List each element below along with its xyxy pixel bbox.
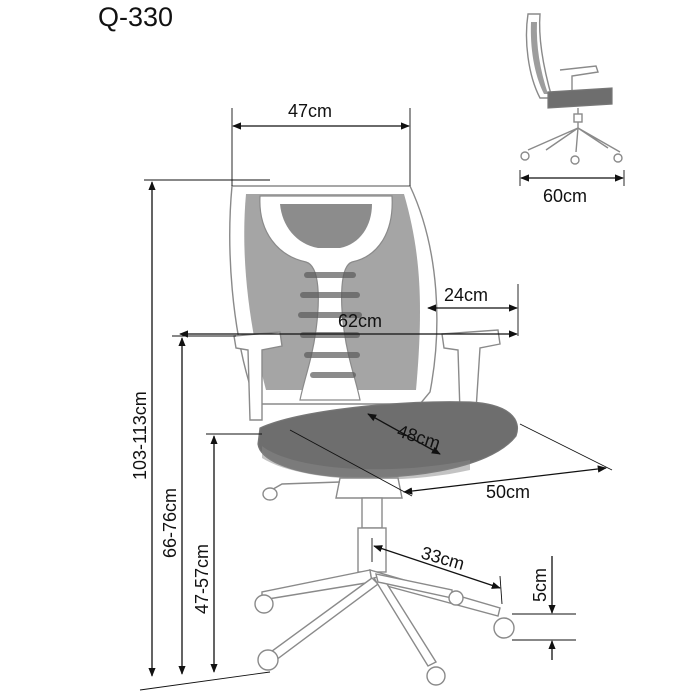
dimension-side-depth: 60cm	[519, 170, 625, 206]
dimension-total-height: 103-113cm	[130, 179, 271, 691]
total-width-label: 62cm	[338, 311, 382, 331]
total-height-label: 103-113cm	[130, 391, 150, 480]
dimension-armrest-depth: 24cm	[427, 284, 519, 336]
armrest-height-label: 66-76cm	[160, 488, 180, 558]
armrest-depth-label: 24cm	[444, 285, 488, 305]
side-view-thumbnail	[520, 13, 623, 165]
chair-drawing	[229, 185, 518, 686]
side-depth-label: 60cm	[543, 186, 587, 206]
seat-depth-label: 50cm	[486, 482, 530, 502]
dimension-armrest-height: 66-76cm	[160, 335, 236, 675]
dimension-seat-height: 47-57cm	[192, 433, 262, 673]
dimension-seat-depth: 50cm	[289, 423, 613, 502]
dimension-total-width: 62cm	[179, 311, 518, 338]
seat-height-label: 47-57cm	[192, 544, 212, 614]
dimension-back-width: 47cm	[231, 101, 411, 186]
back-width-label: 47cm	[288, 101, 332, 121]
dimension-wheel-height: 5cm	[512, 556, 576, 660]
model-title: Q-330	[98, 2, 173, 32]
wheel-height-label: 5cm	[530, 568, 550, 602]
